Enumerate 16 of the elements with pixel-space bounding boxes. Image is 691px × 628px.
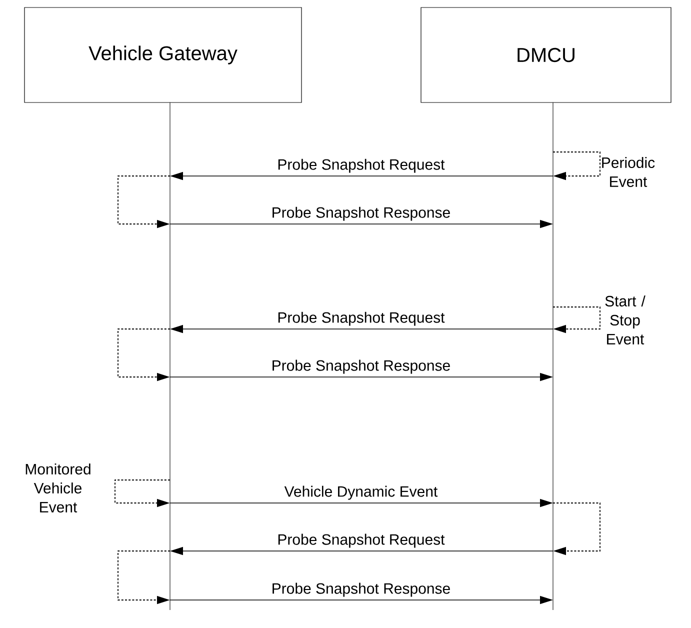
event-label: Monitored Vehicle Event	[26, 463, 90, 512]
lifeline-box: Vehicle Gateway	[24, 7, 302, 103]
lifeline	[552, 102, 554, 610]
event-label: Start / Stop Event	[605, 295, 646, 344]
event-label: Periodic Event	[602, 156, 655, 187]
self-message-arrow	[552, 502, 600, 556]
message-label: Vehicle Dynamic Event	[283, 484, 439, 501]
self-message-arrow	[552, 306, 600, 334]
self-message-arrow	[552, 152, 600, 180]
message-label: Probe Snapshot Response	[270, 206, 452, 222]
message-label: Probe Snapshot Response	[270, 358, 452, 375]
lifeline-box: DMCU	[420, 7, 672, 103]
message-label: Probe Snapshot Request	[276, 158, 446, 174]
message-label: Probe Snapshot Request	[276, 532, 446, 549]
message-label: Probe Snapshot Response	[270, 582, 452, 598]
message-label: Probe Snapshot Request	[276, 310, 446, 327]
